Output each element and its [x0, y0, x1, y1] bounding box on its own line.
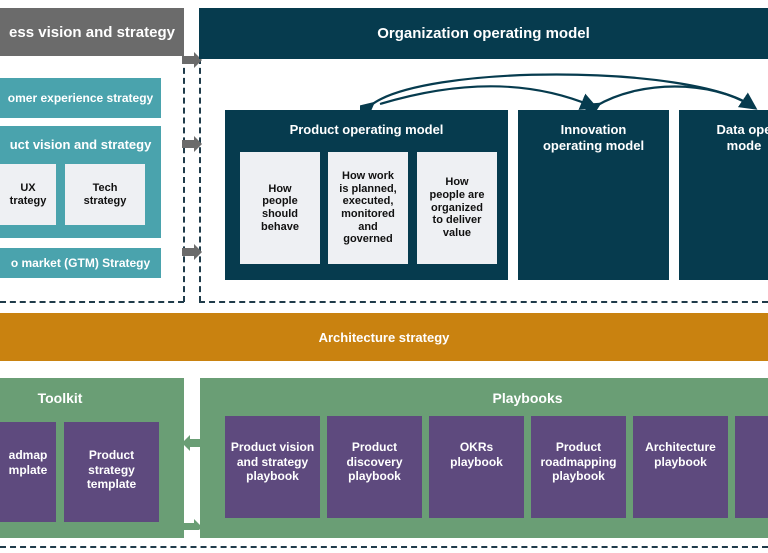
toolkit-panel: Toolkit admap mplate Product strategy te… — [0, 378, 184, 538]
innovation-operating-model-label: Innovation operating model — [542, 122, 645, 153]
playbook-partial-label: pla — [735, 440, 768, 454]
architecture-strategy-label: Architecture strategy — [318, 329, 450, 345]
customer-experience-label: omer experience strategy — [7, 91, 154, 105]
people-behave-card: How people should behave — [240, 152, 320, 264]
playbook-discovery: Product discovery playbook — [327, 416, 422, 518]
product-operating-model-title: Product operating model — [289, 122, 444, 137]
right-arrow-icon — [182, 52, 202, 68]
connector-arrows — [360, 73, 758, 112]
business-vision-header-label: ess vision and strategy — [9, 23, 175, 41]
left-dashed-divider — [183, 58, 185, 302]
connector-product-data — [360, 73, 758, 112]
playbook-vision-strategy-label: Product vision and strategy playbook — [230, 440, 315, 484]
people-organized-card: How people are organized to deliver valu… — [417, 152, 497, 264]
left-dashed-bottom — [0, 301, 184, 303]
gtm-strategy-label: o market (GTM) Strategy — [10, 256, 151, 270]
playbook-discovery-label: Product discovery playbook — [346, 440, 403, 484]
product-vision-label: uct vision and strategy — [9, 137, 152, 152]
business-vision-header: ess vision and strategy — [0, 8, 184, 56]
playbook-architecture-label: Architecture playbook — [645, 440, 716, 469]
ux-strategy-label: UX trategy — [9, 181, 47, 207]
toolkit-title: Toolkit — [37, 390, 83, 406]
work-planned-card: How work is planned, executed, monitored… — [328, 152, 408, 264]
playbook-partial: pla — [735, 416, 768, 518]
right-arrow-icon — [182, 136, 202, 152]
data-operating-model: Data ope mode — [679, 110, 768, 280]
connector-product-innovation — [379, 85, 599, 110]
roadmap-template-card: admap mplate — [0, 422, 56, 522]
bottom-dashed-line — [0, 546, 768, 548]
tech-strategy-label: Tech strategy — [83, 181, 127, 207]
playbook-okrs: OKRs playbook — [429, 416, 524, 518]
customer-experience-strategy: omer experience strategy — [0, 78, 161, 118]
org-dashed-bottom — [199, 301, 768, 303]
data-operating-model-label: Data ope mode — [716, 122, 768, 153]
architecture-strategy: Architecture strategy — [0, 313, 768, 361]
playbook-architecture: Architecture playbook — [633, 416, 728, 518]
strategy-template-label: Product strategy template — [86, 448, 137, 492]
tech-strategy-card: Tech strategy — [65, 164, 145, 225]
gtm-strategy: o market (GTM) Strategy — [0, 248, 161, 278]
org-operating-model-label: Organization operating model — [377, 25, 590, 42]
org-dashed-divider — [199, 58, 201, 302]
playbooks-title: Playbooks — [492, 390, 563, 406]
playbook-roadmapping-label: Product roadmapping playbook — [540, 440, 617, 484]
people-behave-label: How people should behave — [261, 182, 299, 233]
ux-strategy-card: UX trategy — [0, 164, 56, 225]
people-organized-label: How people are organized to deliver valu… — [429, 176, 485, 239]
roadmap-template-label: admap mplate — [8, 448, 48, 477]
playbook-okrs-label: OKRs playbook — [450, 440, 503, 469]
arrows-layer — [182, 52, 202, 530]
org-operating-model-header: Organization operating model — [199, 8, 768, 59]
left-arrow-icon — [182, 435, 202, 451]
strategy-template-card: Product strategy template — [64, 422, 159, 522]
product-operating-model: Product operating model How people shoul… — [225, 110, 508, 280]
playbook-roadmapping: Product roadmapping playbook — [531, 416, 626, 518]
product-vision-strategy: uct vision and strategy UX trategy Tech … — [0, 126, 161, 238]
innovation-operating-model: Innovation operating model — [518, 110, 669, 280]
work-planned-label: How work is planned, executed, monitored… — [339, 170, 397, 246]
playbook-vision-strategy: Product vision and strategy playbook — [225, 416, 320, 518]
right-arrow-icon — [182, 244, 202, 260]
right-arrow-icon — [182, 519, 202, 530]
connector-innovation-data — [582, 85, 753, 112]
